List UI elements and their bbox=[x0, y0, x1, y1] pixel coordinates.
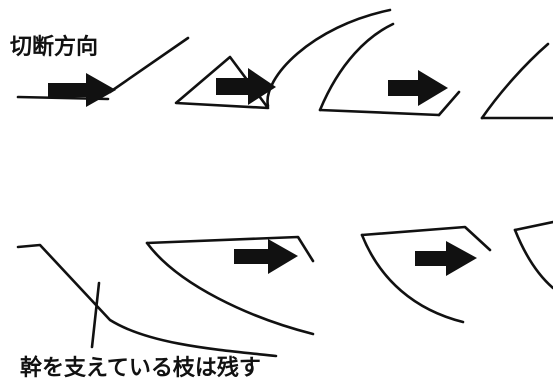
arrow-right-icon bbox=[216, 68, 276, 105]
arrow-right-icon bbox=[234, 239, 298, 274]
arrow-right-icon bbox=[388, 70, 448, 106]
bottom-stage-1-trunk bbox=[16, 243, 278, 358]
arrow-right-icon bbox=[48, 73, 116, 107]
keep-branch-caption: 幹を支えている枝は残す bbox=[20, 356, 261, 381]
top-stage-3-branch bbox=[318, 22, 461, 117]
arrow-right-icon bbox=[415, 241, 477, 276]
bottom-stage-3-branch bbox=[360, 225, 492, 324]
bottom-stage-2-branch bbox=[145, 235, 315, 336]
top-stage-2-branch bbox=[174, 8, 392, 110]
cut-direction-label: 切断方向 bbox=[10, 35, 99, 60]
top-stage-4-branch bbox=[480, 42, 553, 120]
bottom-stage-4-branch bbox=[513, 220, 553, 290]
